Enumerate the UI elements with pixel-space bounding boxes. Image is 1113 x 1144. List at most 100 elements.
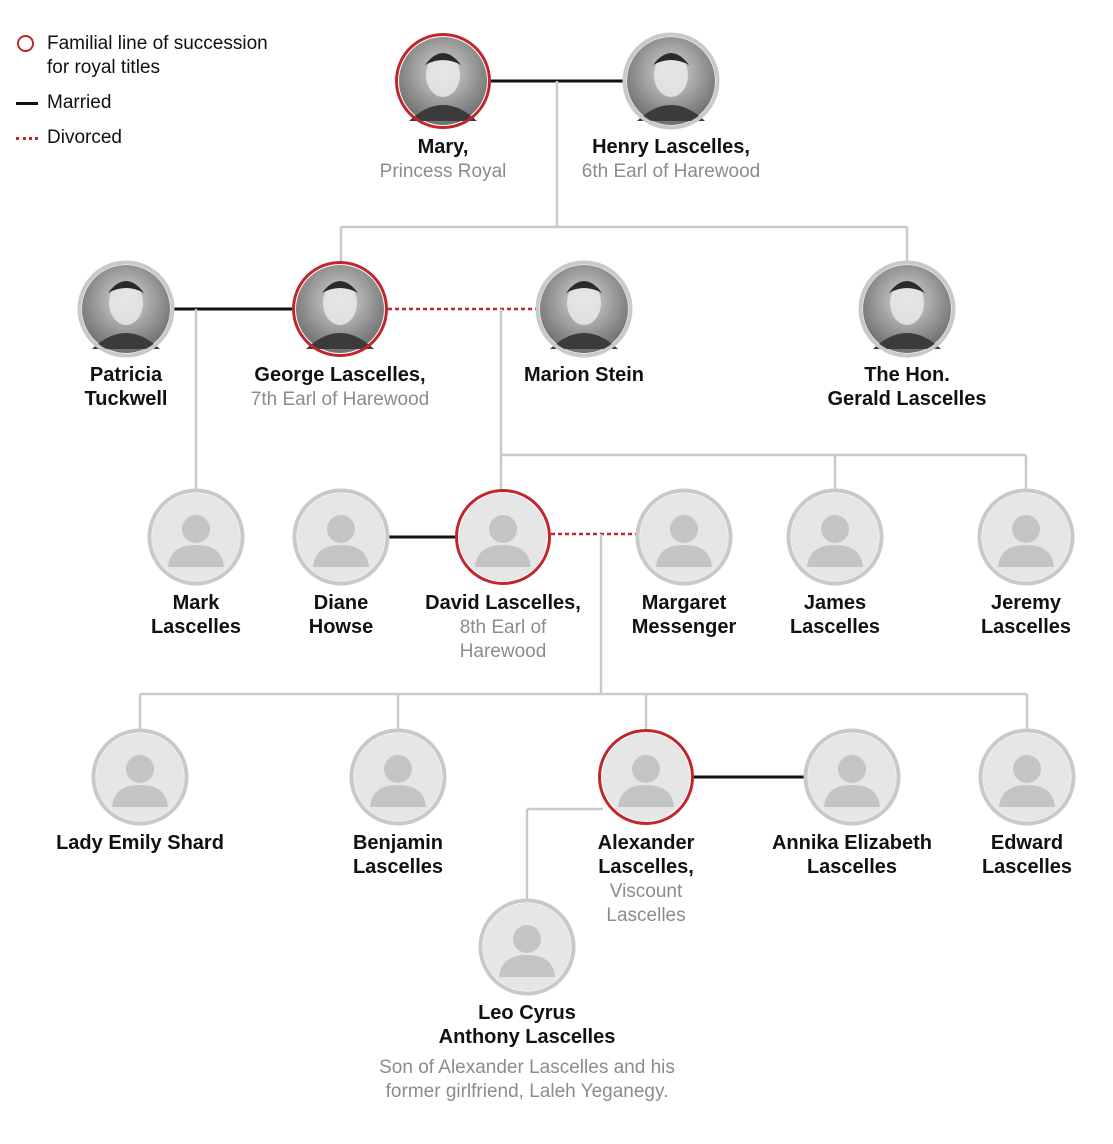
head-shape	[1013, 755, 1041, 783]
portrait-ring	[977, 488, 1075, 586]
hair-shape	[566, 281, 602, 293]
shoulders-shape	[306, 333, 374, 349]
person-title: 6th Earl of Harewood	[582, 161, 761, 182]
portrait-ring	[858, 260, 956, 358]
hair-shape	[108, 281, 144, 293]
connector-lines	[138, 79, 1029, 899]
head-shape	[513, 925, 541, 953]
solid-line-icon	[16, 91, 38, 115]
succession-ring	[395, 33, 491, 129]
person-title: Lascelles	[606, 905, 685, 926]
person-name: Lascelles	[981, 616, 1071, 638]
person-title: Princess Royal	[380, 161, 507, 182]
body-shape	[807, 545, 863, 567]
person-name: David Lascelles,	[425, 592, 581, 614]
portrait-ring	[978, 728, 1076, 826]
person-name: Lascelles,	[598, 856, 694, 878]
body-shape	[370, 785, 426, 807]
head-shape	[632, 755, 660, 783]
head-shape	[489, 515, 517, 543]
head-shape	[1012, 515, 1040, 543]
legend-divorced-label: Divorced	[47, 127, 122, 148]
person-gerald: The Hon.Gerald Lascelles	[828, 260, 987, 410]
shoulders-shape	[409, 105, 477, 121]
person-george: George Lascelles, 7th Earl of Harewood	[251, 261, 430, 410]
legend-married: Married	[16, 91, 287, 115]
person-henry: Henry Lascelles,6th Earl of Harewood	[582, 32, 761, 182]
portrait-ring	[147, 488, 245, 586]
person-name: Lascelles	[151, 616, 241, 638]
shoulders-shape	[873, 333, 941, 349]
person-mary: Mary,Princess Royal	[380, 33, 507, 182]
body-shape	[998, 545, 1054, 567]
person-title: Viscount	[610, 881, 683, 902]
hair-shape	[425, 53, 461, 65]
portrait-ring	[535, 260, 633, 358]
head-shape	[821, 515, 849, 543]
body-shape	[999, 785, 1055, 807]
person-name: Lascelles	[353, 856, 443, 878]
face-shape	[654, 53, 688, 97]
person-name: Mark	[173, 592, 221, 614]
person-name: Anthony Lascelles	[439, 1026, 616, 1048]
dotted-line-icon	[16, 126, 38, 150]
person-david: David Lascelles, 8th Earl of Harewood	[425, 489, 581, 662]
person-title: 7th Earl of Harewood	[251, 389, 430, 410]
person-name: Margaret	[642, 592, 727, 614]
person-name: Patricia	[90, 364, 163, 386]
body-shape	[313, 545, 369, 567]
legend-married-label: Married	[47, 92, 112, 113]
succession-ring	[598, 729, 694, 825]
head-shape	[327, 515, 355, 543]
succession-ring	[455, 489, 551, 585]
portrait-ring	[292, 488, 390, 586]
body-shape	[168, 545, 224, 567]
person-name: Messenger	[632, 616, 737, 638]
person-title: Harewood	[460, 641, 547, 662]
person-note: Son of Alexander Lascelles and his	[379, 1057, 675, 1078]
person-note: former girlfriend, Laleh Yeganegy.	[386, 1081, 669, 1102]
person-title: 8th Earl of	[460, 617, 547, 638]
person-name: Edward	[991, 832, 1063, 854]
red-ring-icon	[16, 32, 38, 56]
legend-succession: Familial line of succession for royal ti…	[16, 32, 287, 80]
person-name: Leo Cyrus	[478, 1002, 576, 1024]
person-name: Marion Stein	[524, 364, 644, 386]
person-name: Gerald Lascelles	[828, 388, 987, 410]
head-shape	[182, 515, 210, 543]
face-shape	[323, 281, 357, 325]
portrait-ring	[478, 898, 576, 996]
person-emily: Lady Emily Shard	[56, 728, 224, 854]
person-name: Tuckwell	[85, 388, 168, 410]
portrait-ring	[91, 728, 189, 826]
person-name: George Lascelles,	[254, 364, 425, 386]
legend-divorced: Divorced	[16, 126, 287, 150]
legend: Familial line of succession for royal ti…	[16, 32, 287, 161]
portrait-ring	[635, 488, 733, 586]
body-shape	[475, 545, 531, 567]
legend-succession-label: Familial line of succession for royal ti…	[47, 33, 268, 78]
body-shape	[112, 785, 168, 807]
person-name: Howse	[309, 616, 373, 638]
person-name: Lady Emily Shard	[56, 832, 224, 854]
person-marion: Marion Stein	[524, 260, 644, 386]
person-name: Alexander	[598, 832, 695, 854]
shoulders-shape	[637, 105, 705, 121]
person-name: Benjamin	[353, 832, 443, 854]
body-shape	[824, 785, 880, 807]
face-shape	[567, 281, 601, 325]
portrait-ring	[622, 32, 720, 130]
face-shape	[426, 53, 460, 97]
body-shape	[499, 955, 555, 977]
head-shape	[126, 755, 154, 783]
person-nodes: Mary,Princess Royal Henry Lascelles,6th E…	[56, 32, 1076, 1102]
hair-shape	[653, 53, 689, 65]
